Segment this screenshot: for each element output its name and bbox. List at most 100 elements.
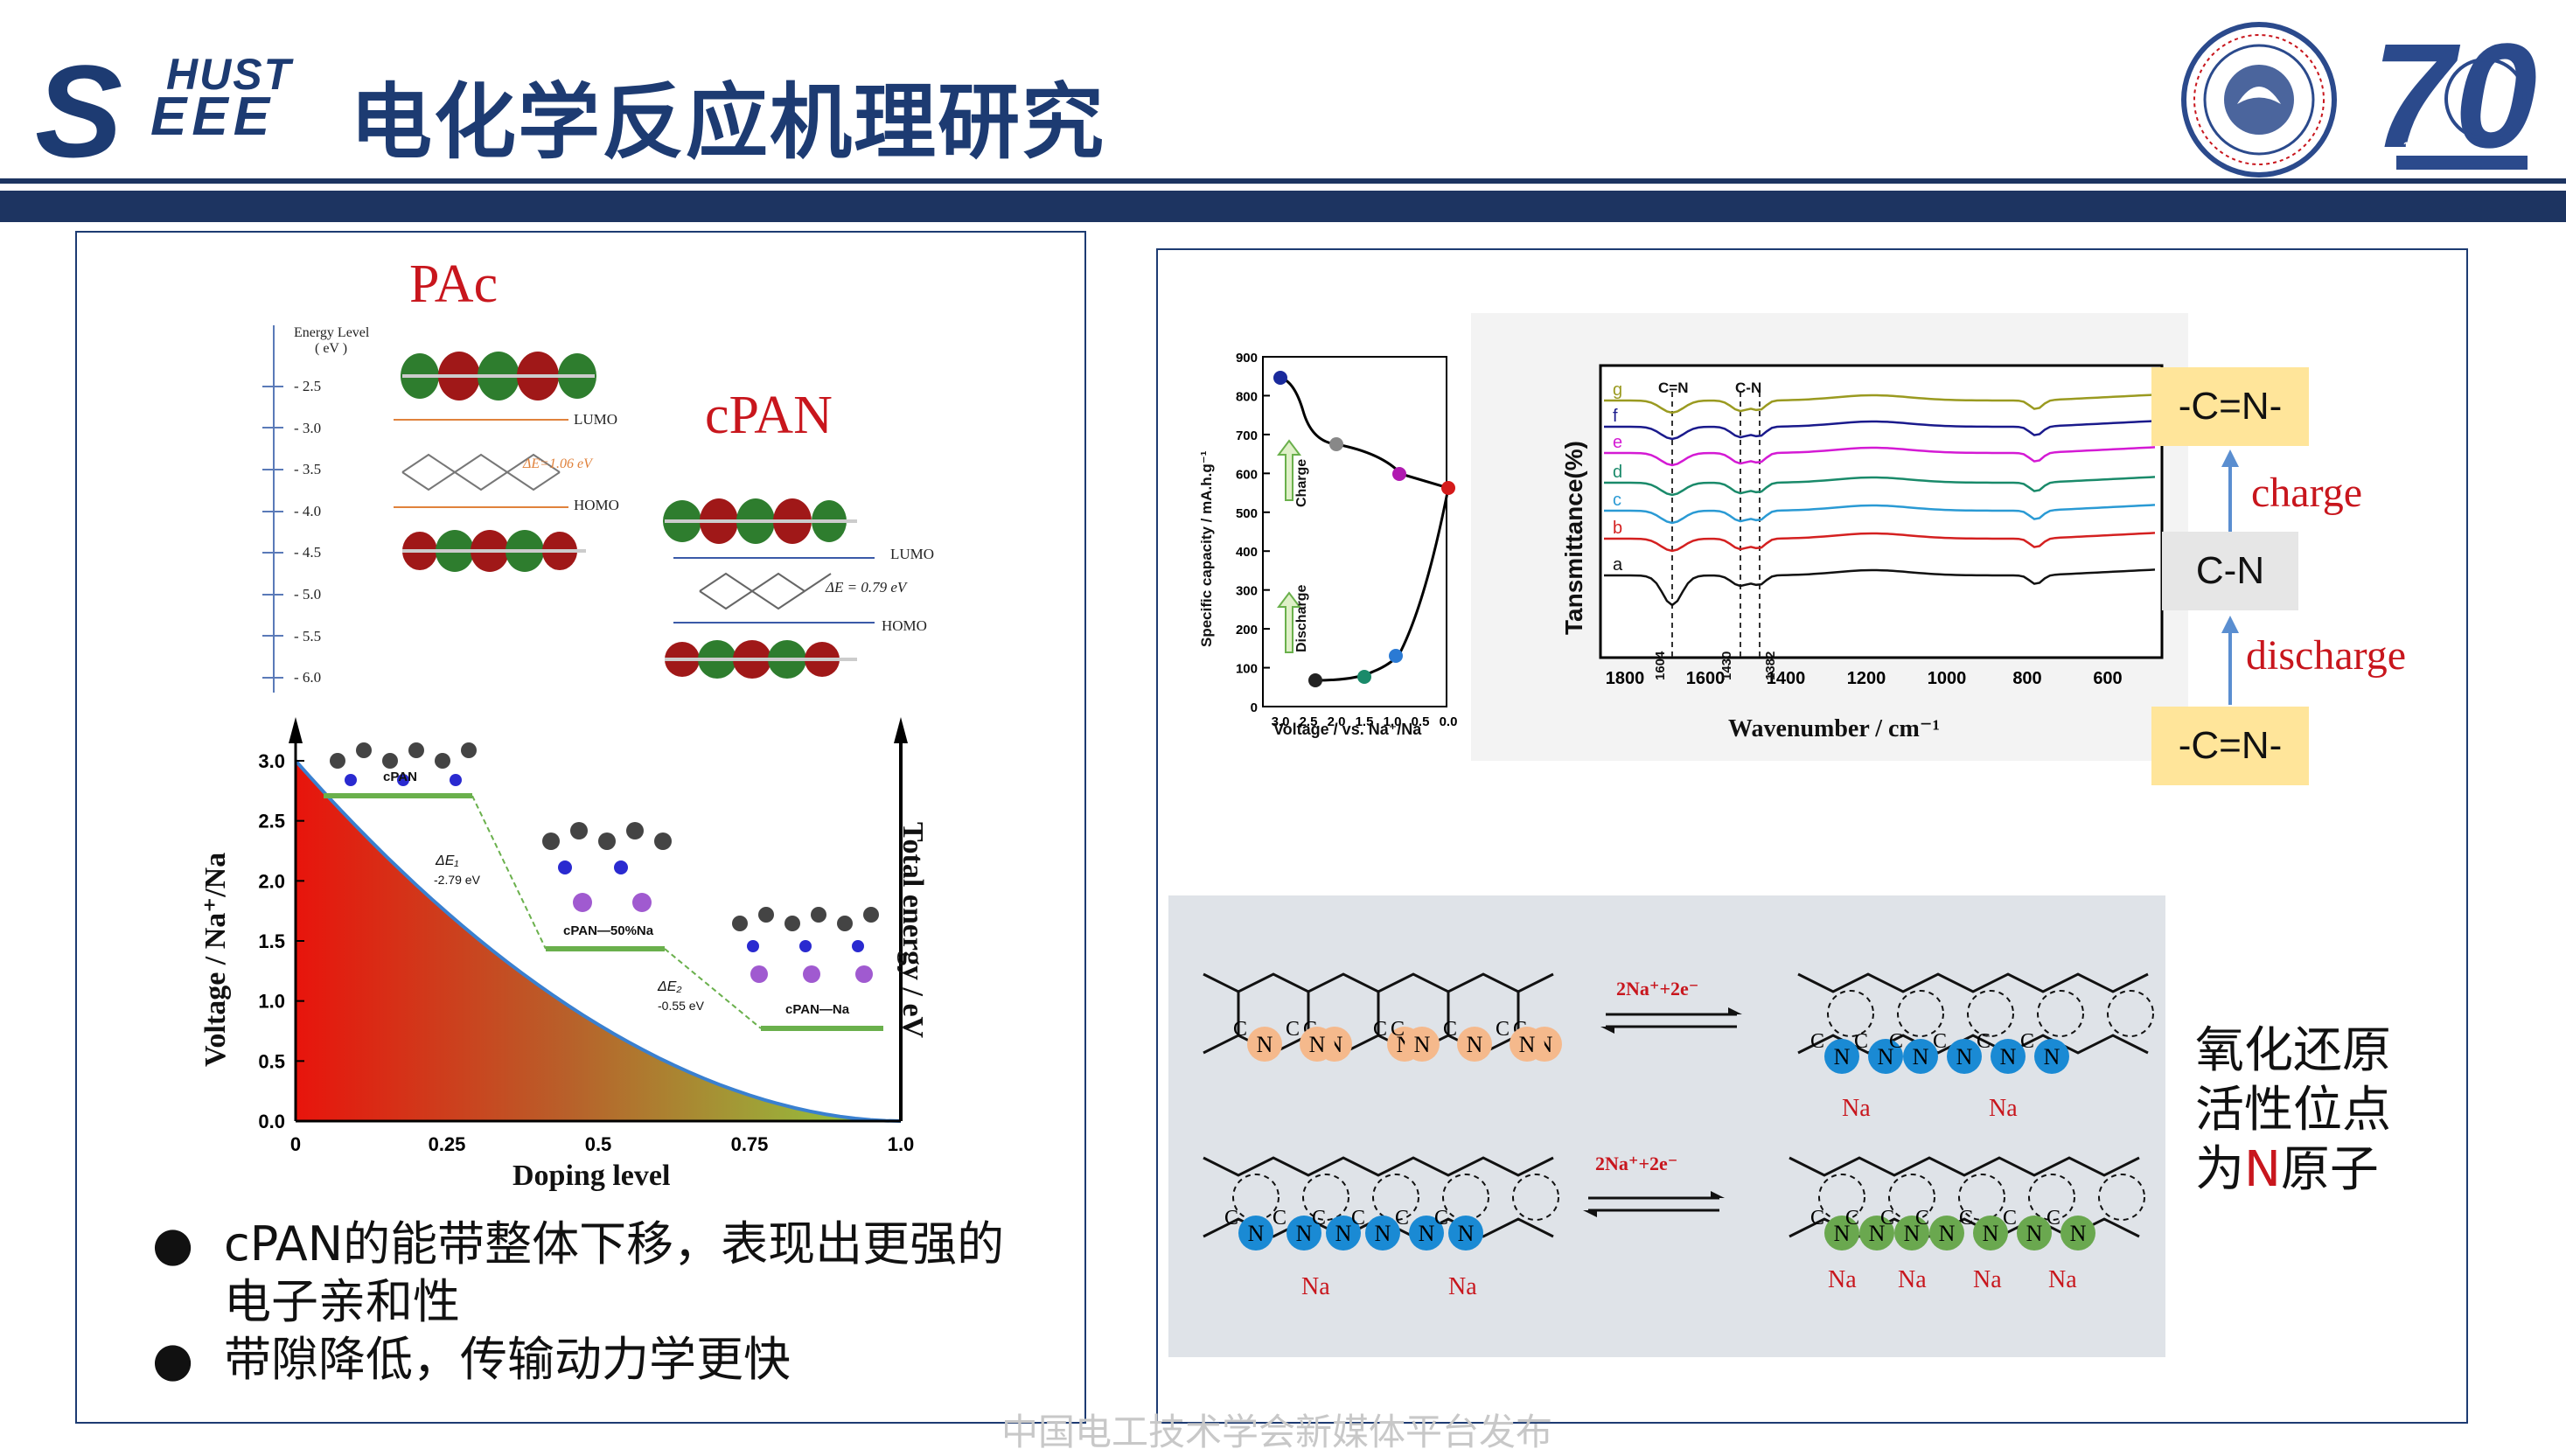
cap-y-tick-label: 300 [1236,584,1258,599]
struct3-label: cPAN—Na [785,1002,850,1017]
ir-series-label: f [1613,407,1618,426]
ir-cn-single-label: C-N [1735,380,1762,396]
capacity-xlabel: Voltage / vs. Na⁺/Na [1273,721,1422,738]
header-thin-rule [0,178,2566,184]
energy-tick: - 6.0 [294,669,322,686]
carbon-atom: C [1224,1207,1238,1230]
watermark: 中国电工技术学会新媒体平台发布 [1001,1411,1553,1453]
charge-curve [1280,376,1449,490]
ir-series-line [1604,420,2156,441]
carbon-atom: C [2020,1030,2034,1053]
ir-x-tick-label: 1600 [1686,669,1726,688]
carbon-atom: C [1880,1207,1894,1230]
nitrogen-atom-icon [1286,1216,1321,1250]
pac-orbital-diagram [394,352,596,572]
bullet-dot-icon: ● [152,1331,194,1387]
nitrogen-atom-icon [1457,1027,1492,1062]
svg-text:70: 70 [2372,16,2537,179]
doping-xlabel: Doping level [513,1160,671,1192]
energy-tick: - 4.0 [294,502,322,519]
nitrogen-atom-icon [1973,1216,2008,1250]
nitrogen-label: N [1375,1221,1391,1246]
bullet-2: 带隙降低，传输动力学更快 [224,1331,791,1387]
mechanism-middle-box: C-N [2162,532,2298,610]
carbon-atom: C [1810,1207,1824,1230]
right-axis-arrow-icon [894,717,908,743]
ir-x-tick-label: 1800 [1606,669,1645,688]
doping-y-ticks: 3.02.52.01.51.00.50.0 [258,750,304,1132]
conclusion-line-3: 为N原子 [2195,1140,2391,1200]
capacity-ylabel: Specific capacity / mA.h.g⁻¹ [1198,450,1215,647]
carbon-atom: C [1434,1207,1448,1230]
nitrogen-atom-icon [1894,1216,1929,1250]
nitrogen-label: N [1834,1221,1851,1246]
ir-series-line [1604,504,2156,525]
pac-lumo-label: LUMO [574,411,618,428]
energy-tick: - 5.0 [294,585,322,603]
carbon-atom: C [1391,1018,1405,1041]
conclusion-red-n: N [2244,1141,2281,1198]
discharge-label: discharge [2246,632,2407,679]
conclusion-line-1: 氧化还原 [2195,1022,2391,1079]
nitrogen-label: N [1983,1221,1999,1246]
carbon-atom: C [1915,1207,1929,1230]
cap-x-tick-label: 3.0 [1272,714,1290,729]
energy-axis-unit: ( eV ) [315,341,348,356]
ir-series-line [1604,532,2156,553]
cap-y-tick-label: 800 [1236,389,1258,404]
nitrogen-atom-icon [1326,1216,1361,1250]
charge-arrow-icon [1277,439,1301,501]
energy-axis-line [273,325,275,693]
product-1-skeleton [1797,972,2149,1055]
nitrogen-atom-icon [1300,1027,1335,1062]
reaction-1-arrow-label: 2Na⁺+2e⁻ [1616,978,1699,1000]
energy-tick: - 3.0 [294,419,322,436]
ir-peak-1382: 1382 [1763,651,1778,680]
bullet-list: ●cPAN的能带整体下移，表现出更强的 电子亲和性 ●带隙降低，传输动力学更快 [152,1216,1004,1389]
ir-series-line [1604,394,2156,415]
logo-eee-text: EEE [150,87,275,147]
y-axis-arrow-icon [289,717,303,743]
carbon-atom: C [1845,1207,1859,1230]
nitrogen-label: N [1296,1221,1313,1246]
y-tick-label: 2.0 [258,870,285,892]
cap-x-tick-label: 0.0 [1440,714,1458,729]
y-tick-label: 0.5 [258,1050,285,1072]
ir-series-label: e [1613,433,1622,452]
cpan-lumo-label: LUMO [890,546,935,562]
conclusion-line-3-text: 为N原子 [2195,1141,2379,1198]
nitrogen-label: N [2026,1221,2043,1246]
cap-y-tick-label: 400 [1236,545,1258,560]
cap-y-tick-label: 900 [1236,351,1258,366]
energy-ticks: - 2.5 - 3.0 - 3.5 - 4.0 - 4.5 - 5.0 - 5.… [262,366,341,699]
ir-series-label: c [1613,491,1621,510]
y-tick-label: 2.5 [258,811,285,832]
nitrogen-label: N [1419,1221,1435,1246]
nitrogen-atom-icon [1365,1216,1400,1250]
nitrogen-label: N [1414,1032,1431,1057]
carbon-atom: C [1395,1207,1409,1230]
pac-homo-label: HOMO [574,497,619,513]
logo-letter-s: S [35,38,123,185]
nitrogen-label: N [2044,1044,2060,1069]
carbon-atom: C [1443,1018,1457,1041]
ir-series-label: a [1613,555,1623,575]
ir-cn-double-label: C=N [1658,380,1689,396]
y-tick-label: 1.0 [258,991,285,1013]
ir-xlabel: Wavenumber / cm⁻¹ [1728,715,1940,742]
nitrogen-label: N [1834,1044,1851,1069]
nitrogen-atom-icon [1868,1039,1903,1074]
pac-label: PAc [409,254,499,314]
anniversary-70-icon: 70 [2372,16,2537,179]
cpan-molecule-icon [330,742,477,786]
ir-x-tick-label: 600 [2093,669,2122,688]
